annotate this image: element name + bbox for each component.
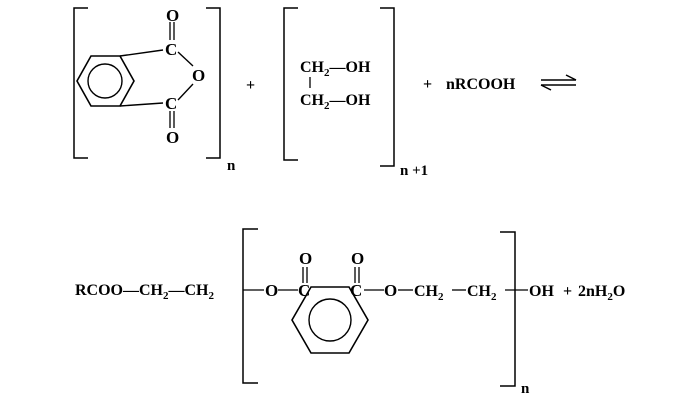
atom-c-carbonyl-left: C — [298, 281, 310, 300]
subscript-n-plus-1: n +1 — [400, 163, 428, 179]
equilibrium-arrow — [540, 74, 577, 91]
bracket-left-3 — [242, 228, 258, 384]
bracket-right-2 — [380, 7, 395, 167]
bond-ctop-oring — [177, 51, 194, 67]
reactant-rcooh: nRCOOH — [446, 76, 516, 93]
ethylene-glycol: n +1 CH2—OH CH2—OH — [283, 7, 428, 179]
atom-o-carbonyl-left: O — [299, 249, 312, 268]
atom-c-bottom: C — [165, 94, 177, 113]
plus-sign-1: + — [246, 77, 255, 94]
bracket-right-3 — [500, 231, 516, 387]
plus-sign-3: + — [563, 283, 572, 300]
product-left-chain: RCOO—CH2—CH2 — [75, 282, 215, 302]
subscript-n-product: n — [521, 381, 530, 397]
atom-o-carbonyl-right: O — [351, 249, 364, 268]
benzene-inner-circle-1 — [87, 63, 123, 99]
bond-ring-ctop — [119, 49, 164, 57]
polyester-product: RCOO—CH2—CH2 n O O C O C O CH2 CH2 OH + … — [75, 228, 625, 397]
ch2-bottom: CH2—OH — [300, 92, 371, 112]
bracket-left-2 — [283, 7, 298, 161]
plus-sign-2: + — [423, 76, 432, 93]
atom-o-ring: O — [192, 66, 205, 85]
bracket-right-1 — [206, 7, 221, 159]
atom-o-ester-left: O — [265, 281, 278, 300]
ch2-top: CH2—OH — [300, 59, 371, 79]
atom-c-top: C — [165, 40, 177, 59]
product-ch2-d: CH2 — [467, 283, 497, 303]
subscript-n-1: n — [227, 158, 236, 174]
bracket-left-1 — [73, 7, 88, 159]
bond-ring-cbottom — [119, 102, 164, 107]
product-ch2-c: CH2 — [414, 283, 444, 303]
atom-o-ester-right: O — [384, 281, 397, 300]
benzene-inner-circle-2 — [308, 298, 352, 342]
product-oh: OH — [529, 283, 554, 300]
atom-o-carbonyl-top: O — [166, 6, 179, 25]
phthalic-anhydride: n O C O C O — [73, 6, 236, 174]
benzene-ring-2 — [291, 286, 369, 354]
bond-cbottom-oring — [177, 83, 194, 101]
atom-o-carbonyl-bottom: O — [166, 128, 179, 147]
water-byproduct: 2nH2O — [578, 283, 625, 303]
